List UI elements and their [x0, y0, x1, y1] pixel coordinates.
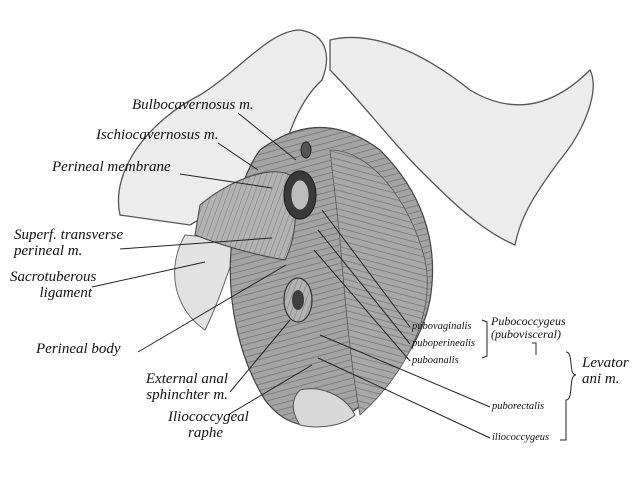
- label-iliococcygeus: iliococcygeus: [492, 432, 550, 443]
- label-levator-line2: ani m.: [582, 370, 620, 387]
- label-puboanalis: puboanalis: [412, 355, 459, 366]
- label-levator-ani: Levator ani m.: [582, 355, 629, 388]
- label-pubovaginalis: pubovaginalis: [412, 321, 472, 332]
- label-bulbocavernosus: Bulbocavernosus m.: [132, 97, 254, 113]
- label-external-anal-line2: sphinchter m.: [146, 386, 228, 403]
- label-pubococcygeus-line2: (pubovisceral): [491, 326, 561, 341]
- label-superf-transverse-line1: Superf. transverse: [14, 227, 124, 243]
- label-pubococcygeus: Pubococcygeus (pubovisceral): [491, 315, 566, 340]
- label-puboperinealis: puboperinealis: [412, 338, 475, 349]
- label-perineal-membrane: Perineal membrane: [52, 159, 171, 175]
- label-pubococcygeus-line1: Pubococcygeus: [491, 314, 566, 328]
- pelvic-bone-right: [329, 36, 594, 246]
- coccyx: [292, 388, 356, 428]
- label-puborectalis: puborectalis: [492, 401, 545, 412]
- label-iliococcygeal-line2: raphe: [188, 424, 223, 441]
- label-external-anal: External anal sphinchter m.: [96, 371, 228, 404]
- label-ischiocavernosus: Ischiocavernosus m.: [96, 127, 219, 143]
- levator-ani-right-sheet: [329, 149, 428, 416]
- label-perineal-body: Perineal body: [36, 341, 121, 357]
- label-iliococcygeal-line1: Iliococcygeal: [168, 409, 249, 425]
- label-external-anal-line1: External anal: [145, 371, 228, 387]
- label-superf-transverse-line2: perineal m.: [14, 242, 83, 259]
- urethral-opening: [300, 141, 312, 159]
- label-sacrotuberous-line2: ligament: [39, 284, 93, 301]
- label-levator-line1: Levator: [582, 355, 629, 371]
- label-superf-transverse: Superf. transverse perineal m.: [14, 227, 124, 260]
- label-iliococcygeal-raphe: Iliococcygeal raphe: [168, 409, 249, 442]
- anal-opening: [292, 290, 304, 310]
- leader-lines: [91, 112, 577, 441]
- label-sacrotuberous: Sacrotuberous ligament: [10, 269, 97, 302]
- label-sacrotuberous-line1: Sacrotuberous: [10, 269, 97, 285]
